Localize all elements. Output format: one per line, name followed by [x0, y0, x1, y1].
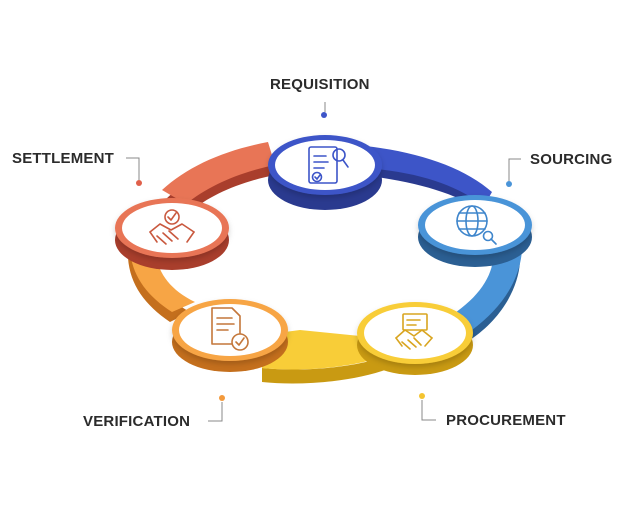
node-settlement: [115, 198, 229, 258]
node-verification: [172, 299, 288, 361]
requisition-document-search-icon: [308, 146, 349, 184]
leader-verification: [208, 395, 225, 422]
node-requisition: [268, 135, 382, 195]
leader-procurement: [419, 393, 436, 421]
handshake-check-icon: [149, 209, 195, 245]
node-sourcing: [418, 195, 532, 255]
label-procurement: PROCUREMENT: [446, 412, 566, 429]
globe-search-icon: [456, 205, 497, 245]
label-settlement: SETTLEMENT: [12, 150, 114, 167]
leader-settlement: [126, 157, 142, 186]
document-check-icon: [211, 307, 249, 351]
label-sourcing: SOURCING: [530, 151, 613, 168]
ring-segment-settlement-requisition: [162, 142, 275, 212]
leader-requisition: [321, 102, 327, 118]
leader-sourcing: [506, 158, 521, 187]
handshake-document-icon: [395, 313, 433, 350]
label-verification: VERIFICATION: [83, 413, 191, 430]
node-procurement: [357, 302, 473, 364]
label-requisition: REQUISITION: [270, 76, 370, 93]
ring-segment-procurement-verification: [262, 330, 385, 384]
